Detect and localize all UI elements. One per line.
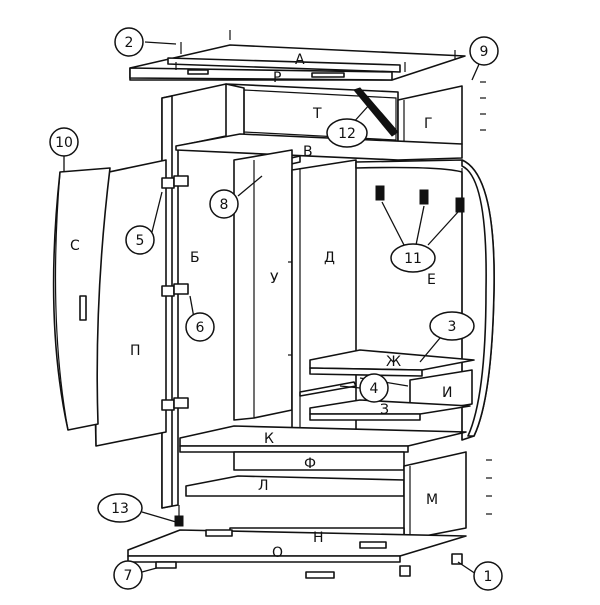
part-9-dowels bbox=[480, 81, 486, 131]
label-v: В bbox=[303, 144, 313, 160]
label-a: А bbox=[295, 52, 305, 68]
callout-3-number: 3 bbox=[448, 319, 457, 335]
part-11-block-2 bbox=[419, 189, 429, 205]
callout-4-number: 4 bbox=[370, 381, 379, 397]
leader-1 bbox=[457, 561, 477, 575]
panel-zh-front bbox=[309, 367, 423, 377]
callout-8: 8 bbox=[209, 189, 239, 219]
panel-s-inner-curve bbox=[54, 171, 69, 431]
bottom-handle-right bbox=[305, 571, 335, 579]
bottom-bracket-2 bbox=[359, 541, 387, 549]
callout-2: 2 bbox=[114, 27, 144, 57]
leader-2 bbox=[144, 41, 177, 45]
leader-8 bbox=[237, 175, 263, 197]
callout-11: 11 bbox=[390, 243, 436, 273]
label-s: С bbox=[70, 238, 80, 254]
callout-9-number: 9 bbox=[480, 44, 489, 60]
hinge-top bbox=[161, 175, 189, 189]
leader-11c bbox=[427, 211, 459, 246]
callout-13-number: 13 bbox=[111, 501, 129, 517]
callout-12: 12 bbox=[326, 118, 368, 148]
panel-z-front bbox=[309, 413, 421, 421]
label-l: Л bbox=[258, 478, 269, 494]
label-r: Р bbox=[273, 70, 281, 86]
part-13-block bbox=[174, 515, 184, 527]
panel-r-rail bbox=[167, 57, 401, 73]
callout-12-number: 12 bbox=[338, 126, 356, 142]
label-p: П bbox=[130, 343, 141, 359]
callout-8-number: 8 bbox=[220, 197, 229, 213]
callout-7: 7 bbox=[113, 560, 143, 590]
callout-5: 5 bbox=[125, 225, 155, 255]
callout-10: 10 bbox=[49, 127, 79, 157]
panel-zh-shelf bbox=[309, 349, 475, 371]
callout-9: 9 bbox=[469, 36, 499, 66]
panel-m-side bbox=[403, 451, 467, 541]
leader-11b bbox=[415, 205, 425, 246]
leader-5 bbox=[151, 191, 163, 233]
label-z: З bbox=[380, 402, 389, 418]
callout-6-number: 6 bbox=[196, 320, 205, 336]
hinge-middle bbox=[161, 283, 189, 297]
callout-10-number: 10 bbox=[55, 135, 73, 151]
door-s-handle bbox=[79, 295, 87, 321]
callout-4: 4 bbox=[359, 373, 389, 403]
callout-3: 3 bbox=[429, 311, 475, 341]
label-d: Д bbox=[324, 250, 335, 266]
callout-1-number: 1 bbox=[484, 569, 493, 585]
label-zh: Ж bbox=[386, 354, 401, 370]
part-m-dowels bbox=[486, 459, 492, 515]
back-frame-inner bbox=[243, 89, 397, 141]
panel-o-front bbox=[127, 555, 401, 563]
panel-d-divider bbox=[291, 159, 357, 441]
callout-7-number: 7 bbox=[124, 568, 133, 584]
leader-11a bbox=[381, 201, 405, 246]
callout-11-number: 11 bbox=[404, 251, 422, 267]
label-n: Н bbox=[313, 530, 324, 546]
label-o: О bbox=[272, 545, 283, 561]
part-12-bar bbox=[353, 87, 399, 137]
label-f: Ф bbox=[304, 456, 316, 472]
label-t: Т bbox=[312, 106, 322, 122]
panel-l-shelf bbox=[185, 475, 405, 497]
label-g: Г bbox=[424, 116, 433, 132]
callout-6: 6 bbox=[185, 312, 215, 342]
label-k: К bbox=[264, 431, 274, 447]
hinge-bottom bbox=[161, 397, 189, 411]
panel-z-shelf bbox=[309, 399, 471, 415]
callout-5-number: 5 bbox=[136, 233, 145, 249]
leader-4 bbox=[339, 385, 361, 389]
panel-4-rail bbox=[299, 381, 357, 397]
label-b: Б bbox=[190, 250, 200, 266]
rail-handle-1 bbox=[311, 72, 345, 78]
foot-1 bbox=[399, 565, 411, 577]
part-11-block-3 bbox=[455, 197, 465, 213]
panel-e-door-curve bbox=[461, 159, 495, 437]
bottom-handle-left bbox=[155, 561, 177, 569]
bottom-bracket-1 bbox=[205, 529, 233, 537]
part-u-dowels bbox=[288, 261, 292, 356]
panel-v-shelf bbox=[175, 133, 463, 161]
leader-13 bbox=[141, 511, 177, 523]
panel-f bbox=[233, 451, 405, 471]
panel-k-shelf bbox=[179, 425, 467, 447]
part-11-block-1 bbox=[375, 185, 385, 201]
callout-1: 1 bbox=[473, 561, 503, 591]
rail-handle-2 bbox=[187, 69, 209, 75]
label-u: У bbox=[270, 271, 279, 287]
foot-2 bbox=[451, 553, 463, 565]
panel-u-partition bbox=[233, 149, 293, 421]
label-m: М bbox=[426, 492, 438, 508]
callout-13: 13 bbox=[97, 493, 143, 523]
leader-3 bbox=[419, 337, 441, 363]
label-e: Е bbox=[427, 272, 436, 288]
panel-k-front bbox=[179, 445, 409, 453]
leader-9 bbox=[471, 61, 481, 81]
callout-2-number: 2 bbox=[125, 35, 134, 51]
label-i: И bbox=[442, 385, 452, 401]
